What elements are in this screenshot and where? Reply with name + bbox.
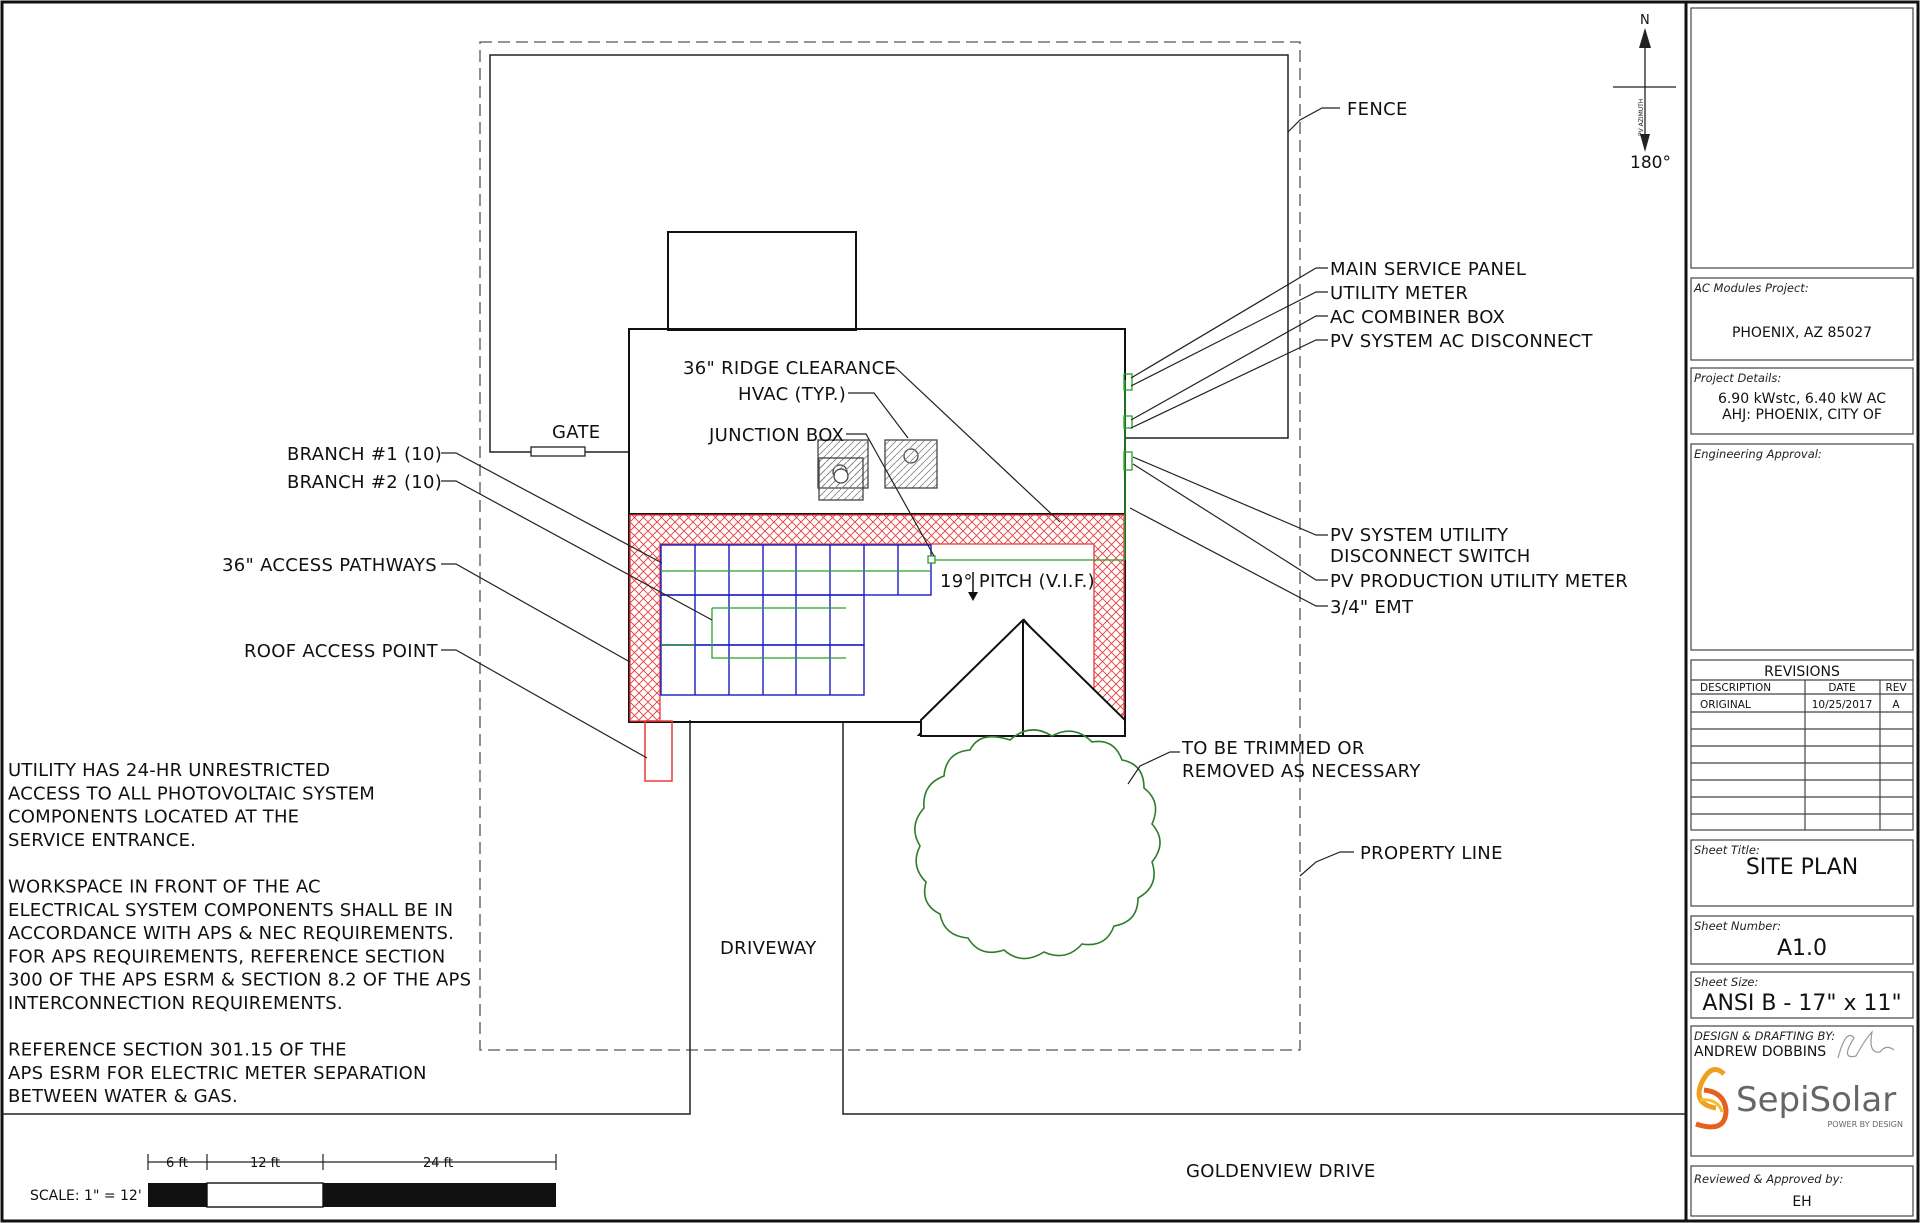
gate [530,446,586,457]
equipment-group-1 [1123,373,1133,391]
hvac-unit-2 [884,439,938,489]
north-arrow-icon [1613,28,1676,152]
note-line: SERVICE ENTRANCE. [8,830,196,851]
reviewed-label: Reviewed & Approved by: [1694,1172,1843,1186]
access-pathways-label: 36" ACCESS PATHWAYS [222,555,437,576]
note-line: INTERCONNECTION REQUIREMENTS. [8,993,343,1014]
rev-row-date: 10/25/2017 [1812,699,1873,711]
branch1-label: BRANCH #1 (10) [287,444,442,465]
utility-meter-label: UTILITY METER [1330,283,1468,304]
designer-name: ANDREW DOBBINS [1694,1044,1826,1060]
scale-seg1: 6 ft [166,1156,188,1171]
ridge-clearance-label: 36" RIDGE CLEARANCE [683,358,896,379]
scale-seg3: 24 ft [423,1156,453,1171]
tree-label-1: TO BE TRIMMED OR [1181,738,1365,759]
note-line: BETWEEN WATER & GAS. [8,1086,238,1107]
fence [489,54,1289,453]
rev-row-description: ORIGINAL [1700,699,1751,711]
road-boundary-right [842,722,1686,1115]
design-label: DESIGN & DRAFTING BY: [1694,1029,1835,1043]
main-service-panel-label: MAIN SERVICE PANEL [1330,259,1526,280]
sheet-size: ANSI B - 17" x 11" [1702,991,1901,1016]
azimuth-vertical-label: PV AZIMUTH [1638,99,1645,136]
sheet-title: SITE PLAN [1746,855,1858,880]
north-label: N [1640,13,1650,28]
rev-header-description: DESCRIPTION [1700,682,1771,694]
property-line [479,41,1301,1051]
sheet-number: A1.0 [1777,936,1827,961]
junction-box-label: JUNCTION BOX [708,425,844,446]
tree-canopy-icon [914,729,1161,960]
logo-text: SepiSolar [1736,1080,1896,1120]
title-block [1690,7,1914,1217]
emt-label: 3/4" EMT [1330,597,1414,618]
pv-ac-disconnect-label: PV SYSTEM AC DISCONNECT [1330,331,1593,352]
hvac-label: HVAC (TYP.) [738,384,846,405]
note-line: REFERENCE SECTION 301.15 OF THE [8,1040,347,1061]
project-location: PHOENIX, AZ 85027 [1732,325,1872,341]
sheet-title-label: Sheet Title: [1694,843,1760,857]
branch-wiring [661,380,1126,659]
note-line: 300 OF THE APS ESRM & SECTION 8.2 OF THE… [8,970,471,991]
revisions-title: REVISIONS [1764,664,1840,680]
signature-icon [1837,1030,1895,1059]
note-line: ACCORDANCE WITH APS & NEC REQUIREMENTS. [8,923,454,944]
project-label: AC Modules Project: [1693,281,1809,295]
property-line-label: PROPERTY LINE [1360,843,1503,864]
gate-label: GATE [552,422,600,443]
details-label: Project Details: [1694,371,1781,385]
note-line: UTILITY HAS 24-HR UNRESTRICTED [8,760,330,781]
scale-seg2: 12 ft [250,1156,280,1171]
roof-access-label: ROOF ACCESS POINT [244,641,439,662]
note-line: ELECTRICAL SYSTEM COMPONENTS SHALL BE IN [8,900,453,921]
tree-label-2: REMOVED AS NECESSARY [1182,761,1421,782]
equipment-group-3 [1123,451,1133,471]
pv-utility-disconnect-label-1: PV SYSTEM UTILITY [1330,525,1509,546]
azimuth-value: 180° [1630,153,1671,173]
note-line: FOR APS REQUIREMENTS, REFERENCE SECTION [8,946,445,967]
note-line: APS ESRM FOR ELECTRIC METER SEPARATION [8,1063,427,1084]
note-line: WORKSPACE IN FRONT OF THE AC [8,877,321,898]
garage-block [667,231,857,331]
fence-label: FENCE [1347,99,1408,120]
note-line: ACCESS TO ALL PHOTOVOLTAIC SYSTEM [8,783,375,804]
rev-header-rev: REV [1885,682,1907,694]
junction-box-symbol [927,555,936,564]
street-label: GOLDENVIEW DRIVE [1186,1161,1376,1182]
branch2-label: BRANCH #2 (10) [287,472,442,493]
sepisolar-logo-icon [1695,1067,1729,1130]
ac-combiner-box-label: AC COMBINER BOX [1330,307,1505,328]
access-pathways [629,514,1125,722]
pv-production-meter-label: PV PRODUCTION UTILITY METER [1330,571,1628,592]
pv-utility-disconnect-label-2: DISCONNECT SWITCH [1330,546,1531,567]
sheet-size-label: Sheet Size: [1694,975,1758,989]
rev-row-rev: A [1892,699,1900,711]
details-line2: AHJ: PHOENIX, CITY OF [1722,407,1882,423]
scale-label: SCALE: 1" = 12' [30,1188,142,1204]
roof-access-point [644,720,673,782]
pv-array [660,544,932,696]
road-boundary-left [2,720,691,1115]
logo-tagline: POWER BY DESIGN [1827,1120,1903,1129]
leader-lines [441,107,1354,877]
rev-header-date: DATE [1828,682,1855,694]
note-line: COMPONENTS LOCATED AT THE [8,807,299,828]
reviewer: EH [1792,1194,1811,1210]
pitch-label: 19° PITCH (V.I.F.) [940,571,1095,592]
equipment-group-2 [1123,415,1133,429]
engineering-label: Engineering Approval: [1694,447,1822,461]
sheet-number-label: Sheet Number: [1694,919,1781,933]
details-line1: 6.90 kWstc, 6.40 kW AC [1718,391,1886,407]
driveway-label: DRIVEWAY [720,938,817,959]
scale-bar [147,1154,557,1208]
